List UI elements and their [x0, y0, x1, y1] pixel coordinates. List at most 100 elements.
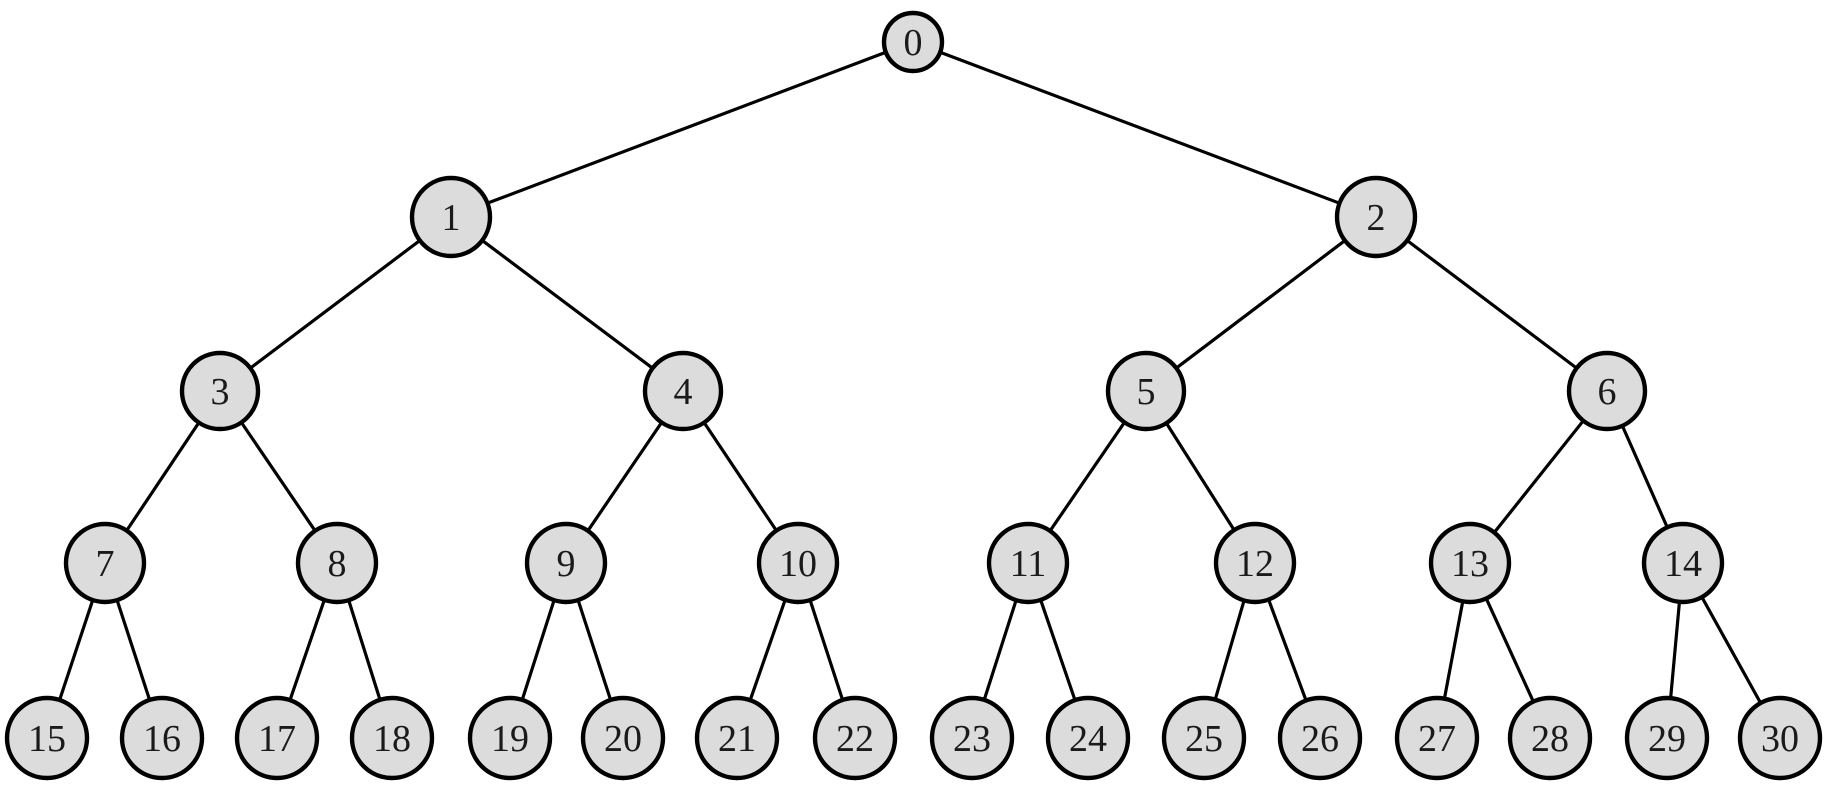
tree-node-15[interactable]: 15 [4, 695, 90, 781]
tree-node-0[interactable]: 0 [881, 10, 945, 74]
tree-edge-7-16 [115, 597, 152, 703]
tree-node-circle-10[interactable] [756, 521, 840, 605]
tree-node-circle-20[interactable] [580, 695, 666, 781]
tree-node-circle-25[interactable] [1161, 695, 1247, 781]
tree-edge-10-21 [748, 597, 788, 703]
tree-node-20[interactable]: 20 [580, 695, 666, 781]
tree-node-circle-27[interactable] [1394, 695, 1480, 781]
tree-node-label-22: 22 [836, 718, 874, 760]
tree-node-label-23: 23 [953, 718, 991, 760]
tree-node-circle-28[interactable] [1507, 695, 1593, 781]
tree-edge-3-7 [124, 420, 202, 534]
tree-node-label-2: 2 [1367, 197, 1386, 239]
tree-edge-4-10 [701, 420, 779, 534]
tree-node-label-17: 17 [258, 718, 296, 760]
tree-node-30[interactable]: 30 [1737, 695, 1823, 781]
tree-edge-14-29 [1668, 599, 1682, 701]
tree-node-circle-30[interactable] [1737, 695, 1823, 781]
tree-node-8[interactable]: 8 [295, 521, 379, 605]
tree-node-circle-5[interactable] [1105, 350, 1187, 432]
tree-node-10[interactable]: 10 [756, 521, 840, 605]
tree-node-6[interactable]: 6 [1566, 350, 1648, 432]
tree-node-2[interactable]: 2 [1334, 175, 1418, 259]
tree-edge-1-4 [479, 238, 656, 371]
tree-node-circle-22[interactable] [812, 695, 898, 781]
tree-node-9[interactable]: 9 [524, 521, 608, 605]
tree-edge-8-18 [346, 597, 382, 703]
tree-node-18[interactable]: 18 [349, 695, 435, 781]
tree-node-circle-15[interactable] [4, 695, 90, 781]
tree-edge-10-22 [808, 597, 845, 703]
tree-node-label-7: 7 [96, 543, 115, 585]
tree-node-label-27: 27 [1418, 718, 1456, 760]
tree-node-circle-18[interactable] [349, 695, 435, 781]
tree-edge-6-14 [1620, 423, 1670, 530]
tree-node-circle-26[interactable] [1277, 695, 1363, 781]
tree-node-circle-19[interactable] [467, 695, 553, 781]
tree-node-11[interactable]: 11 [986, 521, 1070, 605]
tree-node-circle-11[interactable] [986, 521, 1070, 605]
tree-node-label-0: 0 [904, 22, 923, 64]
tree-edge-0-1 [484, 50, 889, 206]
tree-node-label-29: 29 [1648, 718, 1686, 760]
tree-node-13[interactable]: 13 [1428, 521, 1512, 605]
tree-node-circle-2[interactable] [1334, 175, 1418, 259]
edge-layer [57, 50, 1763, 706]
tree-node-26[interactable]: 26 [1277, 695, 1363, 781]
tree-node-circle-21[interactable] [694, 695, 780, 781]
tree-node-4[interactable]: 4 [642, 350, 724, 432]
tree-edge-1-3 [247, 238, 423, 371]
tree-node-17[interactable]: 17 [234, 695, 320, 781]
tree-node-circle-29[interactable] [1624, 695, 1710, 781]
tree-edge-0-2 [937, 50, 1343, 206]
tree-node-28[interactable]: 28 [1507, 695, 1593, 781]
tree-node-5[interactable]: 5 [1105, 350, 1187, 432]
tree-node-circle-7[interactable] [63, 521, 147, 605]
tree-node-label-19: 19 [491, 718, 529, 760]
tree-node-label-13: 13 [1451, 543, 1489, 585]
tree-node-circle-12[interactable] [1213, 521, 1297, 605]
tree-node-7[interactable]: 7 [63, 521, 147, 605]
tree-node-circle-16[interactable] [119, 695, 205, 781]
tree-node-circle-14[interactable] [1641, 521, 1725, 605]
tree-edge-12-25 [1213, 597, 1246, 703]
tree-node-label-30: 30 [1761, 718, 1799, 760]
tree-edge-13-27 [1442, 598, 1465, 702]
tree-node-22[interactable]: 22 [812, 695, 898, 781]
tree-node-12[interactable]: 12 [1213, 521, 1297, 605]
tree-node-circle-8[interactable] [295, 521, 379, 605]
tree-node-24[interactable]: 24 [1045, 695, 1131, 781]
tree-node-3[interactable]: 3 [179, 350, 261, 432]
tree-node-circle-6[interactable] [1566, 350, 1648, 432]
tree-node-circle-9[interactable] [524, 521, 608, 605]
tree-node-label-10: 10 [779, 543, 817, 585]
tree-node-label-12: 12 [1236, 543, 1274, 585]
tree-node-14[interactable]: 14 [1641, 521, 1725, 605]
tree-edge-5-11 [1047, 419, 1127, 534]
tree-node-27[interactable]: 27 [1394, 695, 1480, 781]
tree-node-label-21: 21 [718, 718, 756, 760]
tree-node-label-3: 3 [211, 371, 230, 413]
tree-node-25[interactable]: 25 [1161, 695, 1247, 781]
tree-edge-11-24 [1038, 597, 1077, 703]
tree-node-circle-4[interactable] [642, 350, 724, 432]
tree-node-16[interactable]: 16 [119, 695, 205, 781]
tree-edge-9-19 [520, 597, 557, 703]
tree-node-23[interactable]: 23 [929, 695, 1015, 781]
tree-node-29[interactable]: 29 [1624, 695, 1710, 781]
tree-node-circle-1[interactable] [409, 175, 493, 259]
tree-node-21[interactable]: 21 [694, 695, 780, 781]
tree-node-1[interactable]: 1 [409, 175, 493, 259]
tree-node-circle-24[interactable] [1045, 695, 1131, 781]
tree-edge-2-6 [1404, 238, 1580, 371]
tree-node-19[interactable]: 19 [467, 695, 553, 781]
tree-node-label-4: 4 [674, 371, 693, 413]
tree-edge-4-9 [585, 419, 664, 534]
tree-node-circle-3[interactable] [179, 350, 261, 432]
tree-node-circle-13[interactable] [1428, 521, 1512, 605]
tree-node-circle-17[interactable] [234, 695, 320, 781]
tree-edge-5-12 [1164, 420, 1237, 533]
tree-node-circle-23[interactable] [929, 695, 1015, 781]
tree-node-circle-0[interactable] [881, 10, 945, 74]
